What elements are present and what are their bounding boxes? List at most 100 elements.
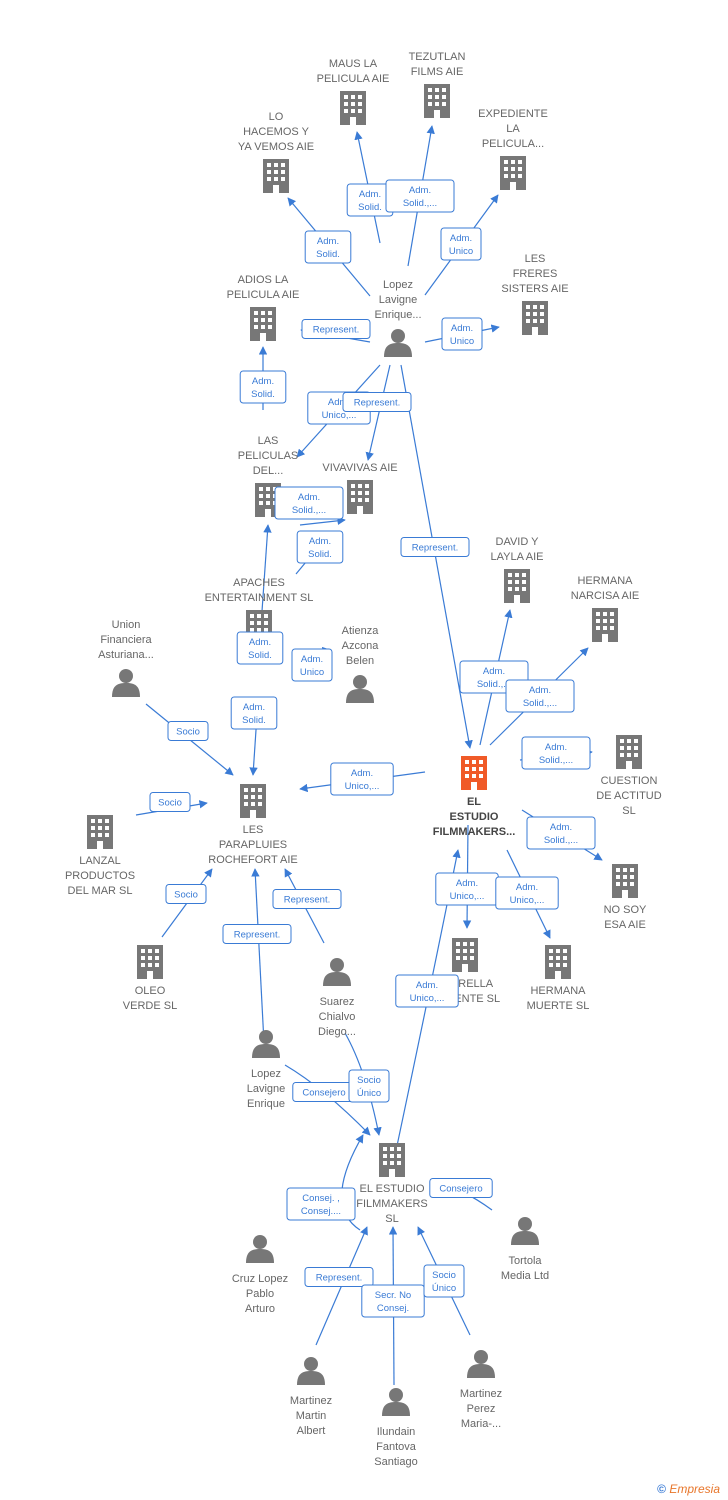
- node-label: VIVAVIVAS AIE: [322, 462, 397, 474]
- node-label: SL: [622, 805, 635, 817]
- relation-label[interactable]: Adm.Solid.,...: [526, 816, 596, 850]
- node-lopez1[interactable]: LopezLavigneEnrique...: [374, 279, 422, 357]
- relation-label-box: [348, 1069, 390, 1103]
- node-laspeliculas[interactable]: LASPELICULASDEL...: [238, 435, 299, 517]
- relation-label[interactable]: Adm.Unico: [440, 227, 482, 261]
- relation-label[interactable]: Consejero: [429, 1178, 493, 1198]
- relation-label[interactable]: Consejero: [292, 1082, 356, 1102]
- copyright-symbol: ©: [657, 1482, 666, 1496]
- relation-label-text: Único: [357, 1088, 381, 1099]
- relation-label[interactable]: Adm.Unico,...: [330, 762, 394, 796]
- node-expediente[interactable]: EXPEDIENTELAPELICULA...: [478, 108, 548, 190]
- node-label: FILMMAKERS...: [433, 826, 516, 838]
- node-main[interactable]: ELESTUDIOFILMMAKERS...: [433, 756, 516, 838]
- relation-label[interactable]: Adm.Solid.: [296, 530, 344, 564]
- brand-logo-text: Empresia: [669, 1482, 720, 1496]
- relation-label[interactable]: Consej. ,Consej....: [286, 1187, 356, 1221]
- relation-label[interactable]: Represent.: [272, 889, 342, 909]
- relation-label[interactable]: Adm.Unico: [441, 317, 483, 351]
- node-vivavivas[interactable]: VIVAVIVAS AIE: [322, 462, 398, 514]
- relation-label[interactable]: Adm.Solid.: [236, 631, 284, 665]
- footer-brand[interactable]: © Empresia: [657, 1482, 720, 1496]
- node-label: Santiago: [374, 1456, 417, 1468]
- relation-label[interactable]: Represent.: [304, 1267, 374, 1287]
- node-martinezperez[interactable]: MartinezPerezMaria-...: [460, 1350, 502, 1430]
- node-label: Tortola: [508, 1255, 542, 1267]
- company-icon: [263, 159, 289, 193]
- node-label: LES: [525, 253, 546, 265]
- relation-label-text: Adm.: [483, 666, 505, 677]
- relation-label[interactable]: Adm.Solid.: [230, 696, 278, 730]
- relation-label[interactable]: Represent.: [301, 319, 371, 339]
- relation-label[interactable]: Socio: [165, 884, 207, 904]
- relation-label[interactable]: Represent.: [222, 924, 292, 944]
- relation-label[interactable]: Adm.Unico,...: [495, 876, 559, 910]
- relation-label[interactable]: Socio: [167, 721, 209, 741]
- main-company-icon: [461, 756, 487, 790]
- node-label: ESTUDIO: [450, 811, 499, 823]
- relation-label-box: [304, 230, 352, 264]
- node-label: Diego...: [318, 1026, 356, 1038]
- node-label: PELICULA...: [482, 138, 544, 150]
- relation-label-box: [296, 530, 344, 564]
- relation-label-text: Unico,...: [410, 993, 445, 1004]
- company-icon: [137, 945, 163, 979]
- node-label: Belen: [346, 655, 374, 667]
- relation-label-text: Solid.: [358, 202, 382, 213]
- node-union[interactable]: UnionFinancieraAsturiana...: [98, 619, 154, 697]
- person-icon: [511, 1217, 539, 1245]
- relation-label[interactable]: Adm.Solid.,...: [521, 736, 591, 770]
- relation-label[interactable]: Adm.Solid.,...: [505, 679, 575, 713]
- relation-label[interactable]: Adm.Solid.: [304, 230, 352, 264]
- relation-label-text: Adm.: [550, 822, 572, 833]
- node-label: Enrique...: [374, 309, 421, 321]
- relation-label-box: [236, 631, 284, 665]
- node-label: FRERES: [513, 268, 558, 280]
- relation-label[interactable]: Socio: [149, 792, 191, 812]
- relation-label[interactable]: Adm.Solid.,...: [274, 486, 344, 520]
- node-suarez[interactable]: SuarezChialvoDiego...: [318, 958, 356, 1038]
- relation-label[interactable]: Adm.Unico: [291, 648, 333, 682]
- company-icon: [340, 91, 366, 125]
- relation-label[interactable]: Adm.Solid.: [239, 370, 287, 404]
- relation-label-text: Represent.: [316, 1273, 362, 1284]
- person-icon: [112, 669, 140, 697]
- relation-label[interactable]: Adm.Unico,...: [435, 872, 499, 906]
- relation-label-box: [395, 974, 459, 1008]
- relation-label[interactable]: Represent.: [400, 537, 470, 557]
- node-label: Azcona: [342, 640, 380, 652]
- node-label: ROCHEFORT AIE: [208, 854, 297, 866]
- relation-label-box: [165, 884, 207, 904]
- node-label: LO: [269, 111, 284, 123]
- relation-label[interactable]: Adm.Solid.,...: [385, 179, 455, 213]
- relation-label-text: Solid.: [308, 549, 332, 560]
- relation-label[interactable]: Adm.Unico,...: [395, 974, 459, 1008]
- relation-label[interactable]: Represent.: [342, 392, 412, 412]
- relation-edge: [299, 516, 346, 526]
- relation-label-text: Solid.,...: [539, 755, 573, 766]
